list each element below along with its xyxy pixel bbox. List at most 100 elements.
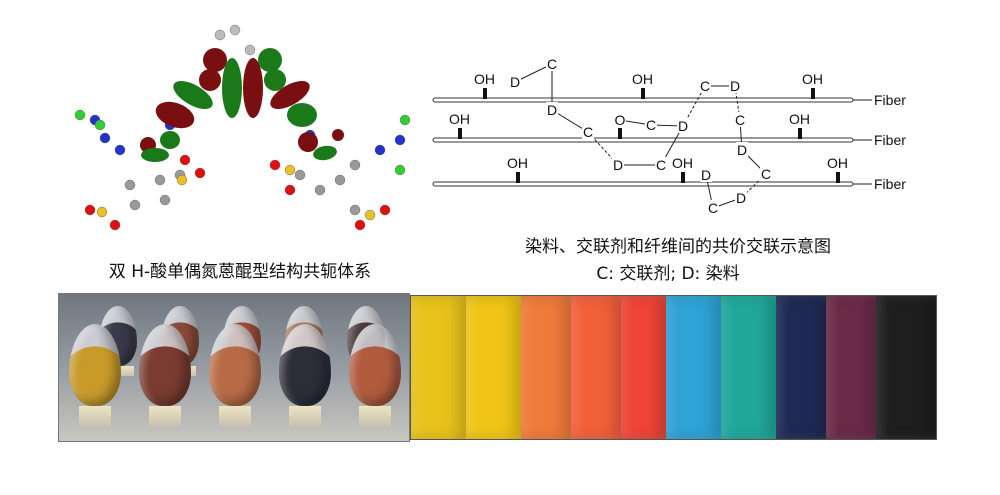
atom (394, 164, 406, 176)
atom (96, 206, 108, 218)
hydroxyl-bond (641, 88, 645, 99)
dye-node: D (510, 74, 520, 90)
fiber-label: Fiber (874, 132, 906, 148)
atom (349, 204, 361, 216)
fiber-label: Fiber (874, 92, 906, 108)
atom (364, 209, 376, 221)
orbital-lobe (270, 81, 310, 110)
orbital-lobe (332, 129, 344, 141)
fabric-swatch (666, 296, 721, 439)
crosslinker-node: C (646, 117, 656, 133)
fabric-swatch (571, 296, 621, 439)
hydroxyl-label: OH (507, 155, 528, 171)
dye-bottle (139, 324, 191, 406)
node-bg (760, 166, 772, 181)
molecule-orbital-image (74, 24, 411, 231)
node-bg (699, 78, 711, 93)
orbital-lobe (258, 48, 282, 72)
atom (109, 219, 121, 231)
dye-powder-bottles-photo (58, 293, 410, 442)
node-bg (700, 167, 712, 182)
orbital-lobe (199, 69, 221, 91)
node-bg (614, 112, 626, 127)
dye-node: D (678, 118, 688, 134)
atom (194, 167, 206, 179)
atom (374, 144, 386, 156)
fiber-strand (432, 181, 854, 187)
hydroxyl-bond (681, 172, 685, 183)
fiber-label: Fiber (874, 176, 906, 192)
dye-node: D (737, 142, 747, 158)
dye-node: D (736, 190, 746, 206)
atom (334, 174, 346, 186)
orbital-lobe (160, 131, 180, 149)
atom (229, 24, 241, 36)
atom (179, 154, 191, 166)
node-bg (729, 78, 741, 93)
atom (314, 184, 326, 196)
atom (394, 134, 406, 146)
dye-bottle (69, 324, 121, 406)
dye-bottle (349, 324, 401, 406)
node-bg (735, 190, 747, 205)
orbital-lobe (222, 58, 242, 118)
atom (99, 132, 111, 144)
node-bg (734, 112, 746, 127)
molecule-caption: 双 H-酸单偶氮蒽醌型结构共轭体系 (108, 262, 372, 282)
orbital-lobe (141, 148, 169, 162)
orbital-lobe (203, 48, 227, 72)
fabric-swatch (876, 296, 936, 439)
fabric-swatch (721, 296, 776, 439)
atom (354, 219, 366, 231)
bottle-stand (79, 406, 111, 426)
atom (94, 119, 106, 131)
node-bg (645, 117, 657, 132)
hydroxyl-label: OH (802, 71, 823, 87)
hydroxyl-bond (458, 128, 462, 139)
hydroxyl-bond (516, 172, 520, 183)
hydroxyl-label: OH (672, 155, 693, 171)
fabric-swatch (466, 296, 521, 439)
fiber-strand (432, 137, 854, 143)
hydroxyl-bond (798, 128, 802, 139)
orbital-lobe (173, 81, 213, 109)
orbital-lobe (298, 132, 318, 152)
hydroxyl-bond (811, 88, 815, 99)
atom (284, 164, 296, 176)
hydroxyl-label: OH (474, 71, 495, 87)
dye-node: D (547, 102, 557, 118)
atom (269, 159, 281, 171)
node-bg (677, 118, 689, 133)
atom (214, 29, 226, 41)
oxygen-bond (618, 128, 622, 139)
atom (154, 174, 166, 186)
hydroxyl-label: OH (827, 155, 848, 171)
crosslinker-node: C (656, 157, 666, 173)
crosslinker-node: C (708, 200, 718, 216)
atom (244, 44, 256, 56)
atom (176, 174, 188, 186)
hydroxyl-label: OH (449, 111, 470, 127)
node-bg (509, 74, 521, 89)
node-bg (612, 157, 624, 172)
dye-node: D (613, 157, 623, 173)
node-bg (546, 56, 558, 71)
atom (349, 159, 361, 171)
bottle-stand (289, 406, 321, 426)
dye-node: D (701, 167, 711, 183)
fabric-swatch (411, 296, 466, 439)
crosslinker-node: C (735, 112, 745, 128)
node-bg (582, 124, 594, 139)
atom (294, 169, 306, 181)
bond-line (514, 63, 553, 83)
hydroxyl-bond (836, 172, 840, 183)
fabric-swatch (621, 296, 666, 439)
bottle-stand (149, 406, 181, 426)
orbital-lobe (243, 58, 263, 118)
oxygen-node: O (615, 112, 626, 128)
atom (159, 194, 171, 206)
fabric-swatch (776, 296, 826, 439)
orbital-lobe (313, 145, 337, 161)
fabric-swatch (826, 296, 876, 439)
